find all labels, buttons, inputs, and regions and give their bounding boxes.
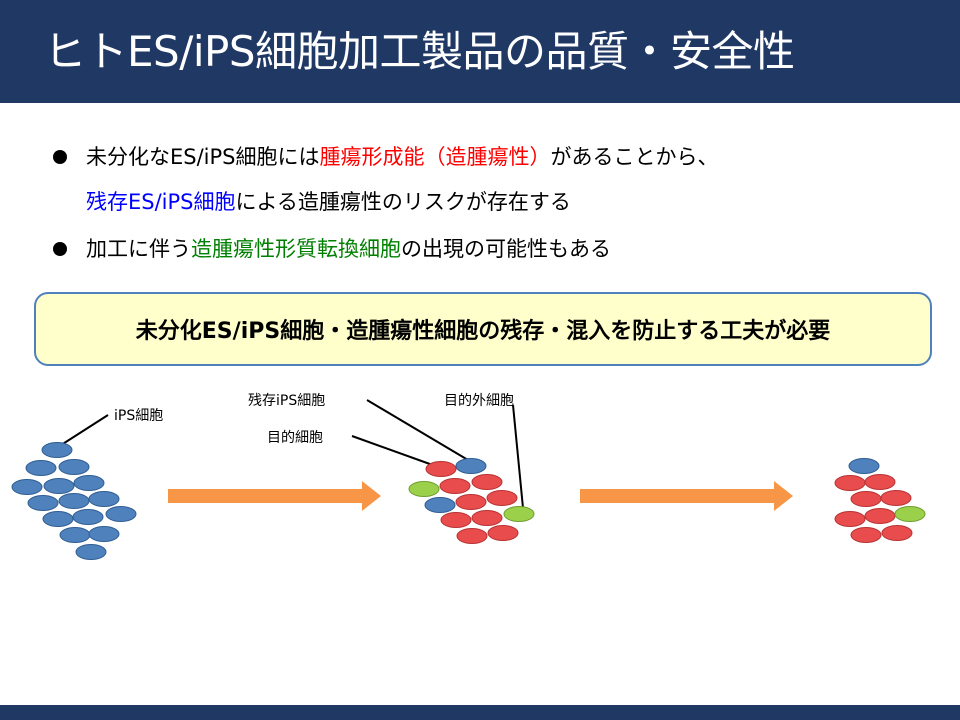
bullet-2-text-a: 加工に伴う: [86, 237, 191, 261]
target-cell: [881, 525, 913, 541]
bullet-dot-1: [53, 150, 67, 164]
ips-cell: [88, 526, 120, 542]
bullet-2-text-c: の出現の可能性もある: [401, 237, 611, 261]
target-cell: [486, 490, 518, 506]
target-cell: [425, 461, 457, 477]
ips-cell-cluster: [11, 442, 137, 560]
bullet-1-line-1: 未分化なES/iPS細胞には腫瘍形成能（造腫瘍性）があることから、: [86, 143, 719, 171]
bullet-2-line: 加工に伴う造腫瘍性形質転換細胞の出現の可能性もある: [86, 235, 611, 263]
target-cell: [471, 510, 503, 526]
label-non-target: 目的外細胞: [444, 393, 514, 409]
target-cell: [880, 490, 912, 506]
leader-target: [351, 435, 442, 469]
target-cell: [834, 475, 866, 491]
ips-cell: [43, 478, 75, 494]
arrow-2: [580, 481, 793, 511]
mixed-cell-cluster: [408, 458, 535, 544]
ips-cell: [75, 544, 107, 560]
ips-cell: [58, 493, 90, 509]
residual-ips-cell: [455, 458, 487, 474]
bullet-1-text-d: による造腫瘍性のリスクが存在する: [235, 190, 571, 214]
callout-box: 未分化ES/iPS細胞・造腫瘍性細胞の残存・混入を防止する工夫が必要: [34, 292, 932, 366]
residual-ips-cell: [848, 458, 880, 474]
target-cell: [439, 478, 471, 494]
title-bar: ヒトES/iPS細胞加工製品の品質・安全性: [0, 0, 960, 103]
ips-cell: [88, 491, 120, 507]
page-title: ヒトES/iPS細胞加工製品の品質・安全性: [44, 27, 795, 76]
leader-non-target: [512, 404, 524, 509]
target-cell: [456, 528, 488, 544]
bottom-bar: [0, 705, 960, 720]
ips-cell: [25, 460, 57, 476]
bullet-1-text-red: 腫瘍形成能（造腫瘍性）: [319, 145, 551, 169]
ips-cell: [41, 442, 73, 458]
target-cell: [864, 508, 896, 524]
target-cell: [850, 527, 882, 543]
target-cell: [440, 512, 472, 528]
label-target: 目的細胞: [267, 430, 323, 446]
target-cell: [834, 511, 866, 527]
target-cell: [850, 491, 882, 507]
bullet-2-text-green: 造腫瘍性形質転換細胞: [191, 237, 401, 261]
callout-text: 未分化ES/iPS細胞・造腫瘍性細胞の残存・混入を防止する工夫が必要: [135, 319, 831, 344]
target-cell: [487, 525, 519, 541]
target-cell: [864, 474, 896, 490]
ips-cell: [105, 506, 137, 522]
target-cell: [455, 494, 487, 510]
ips-cell: [72, 509, 104, 525]
non-target-cell: [408, 481, 440, 497]
non-target-cell: [503, 506, 535, 522]
ips-cell: [42, 511, 74, 527]
label-ips: iPS細胞: [114, 408, 163, 424]
bullet-dot-2: [53, 242, 67, 256]
ips-cell: [58, 459, 90, 475]
ips-cell: [11, 479, 43, 495]
label-residual-ips: 残存iPS細胞: [248, 393, 325, 409]
leader-residual-ips: [366, 399, 469, 461]
result-cell-cluster: [834, 458, 926, 543]
ips-cell: [73, 475, 105, 491]
bullet-1-text-blue: 残存ES/iPS細胞: [86, 190, 236, 214]
target-cell: [471, 474, 503, 490]
bullet-1-text-a: 未分化なES/iPS細胞には: [86, 145, 320, 169]
ips-cell: [59, 527, 91, 543]
non-target-cell: [894, 506, 926, 522]
leader-ips: [57, 414, 109, 448]
bullet-1-text-c: があることから、: [550, 145, 719, 169]
arrow-1: [168, 481, 381, 511]
ips-cell: [27, 495, 59, 511]
residual-ips-cell: [424, 497, 456, 513]
cell-diagram: iPS細胞 残存iPS細胞 目的細胞 目的外細胞: [11, 393, 926, 560]
bullet-1-line-2: 残存ES/iPS細胞による造腫瘍性のリスクが存在する: [86, 188, 571, 216]
